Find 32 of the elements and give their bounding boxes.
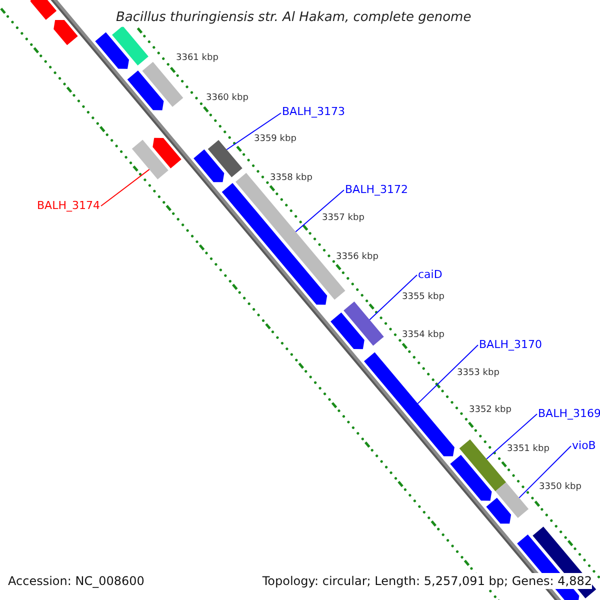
gene-label: BALH_3172: [345, 183, 408, 197]
gene-label: BALH_3169: [538, 407, 600, 421]
gene-label: BALH_3170: [479, 338, 542, 352]
scale-label: 3355 kbp: [402, 292, 444, 303]
scale-label: 3351 kbp: [507, 444, 550, 455]
gene-label: vioB: [572, 439, 596, 453]
feature-bar: [208, 140, 242, 178]
feature-bar: [344, 302, 384, 346]
scale-label: 3350 kbp: [539, 482, 582, 493]
gene-label: BALH_3173: [282, 105, 345, 119]
leader-line: [518, 446, 572, 498]
genome-info-text: Topology: circular; Length: 5,257,091 bp; Genes: 4,882: [262, 573, 592, 589]
scale-label: 3354 kbp: [402, 330, 444, 341]
scale-label: 3352 kbp: [469, 405, 512, 416]
leader-line: [100, 168, 150, 206]
feature-bar: [132, 140, 168, 180]
leader-line: [486, 414, 538, 460]
scale-label: 3357 kbp: [322, 213, 364, 224]
gene-label: BALH_3174: [37, 199, 100, 213]
scale-label: 3360 kbp: [206, 93, 248, 104]
gene-shape: [364, 352, 454, 456]
feature-bar: [459, 439, 506, 492]
gene-label: caiD: [418, 268, 442, 282]
leader-line: [369, 274, 418, 320]
scale-label: 3353 kbp: [457, 368, 500, 379]
scale-label: 3361 kbp: [176, 53, 218, 64]
scale-label: 3356 kbp: [336, 252, 378, 263]
accession-text: Accession: NC_008600: [8, 573, 144, 589]
leader-line: [417, 344, 478, 404]
feature-bar: [495, 482, 529, 518]
scale-label: 3359 kbp: [254, 134, 296, 145]
scale-label: 3358 kbp: [270, 173, 312, 184]
